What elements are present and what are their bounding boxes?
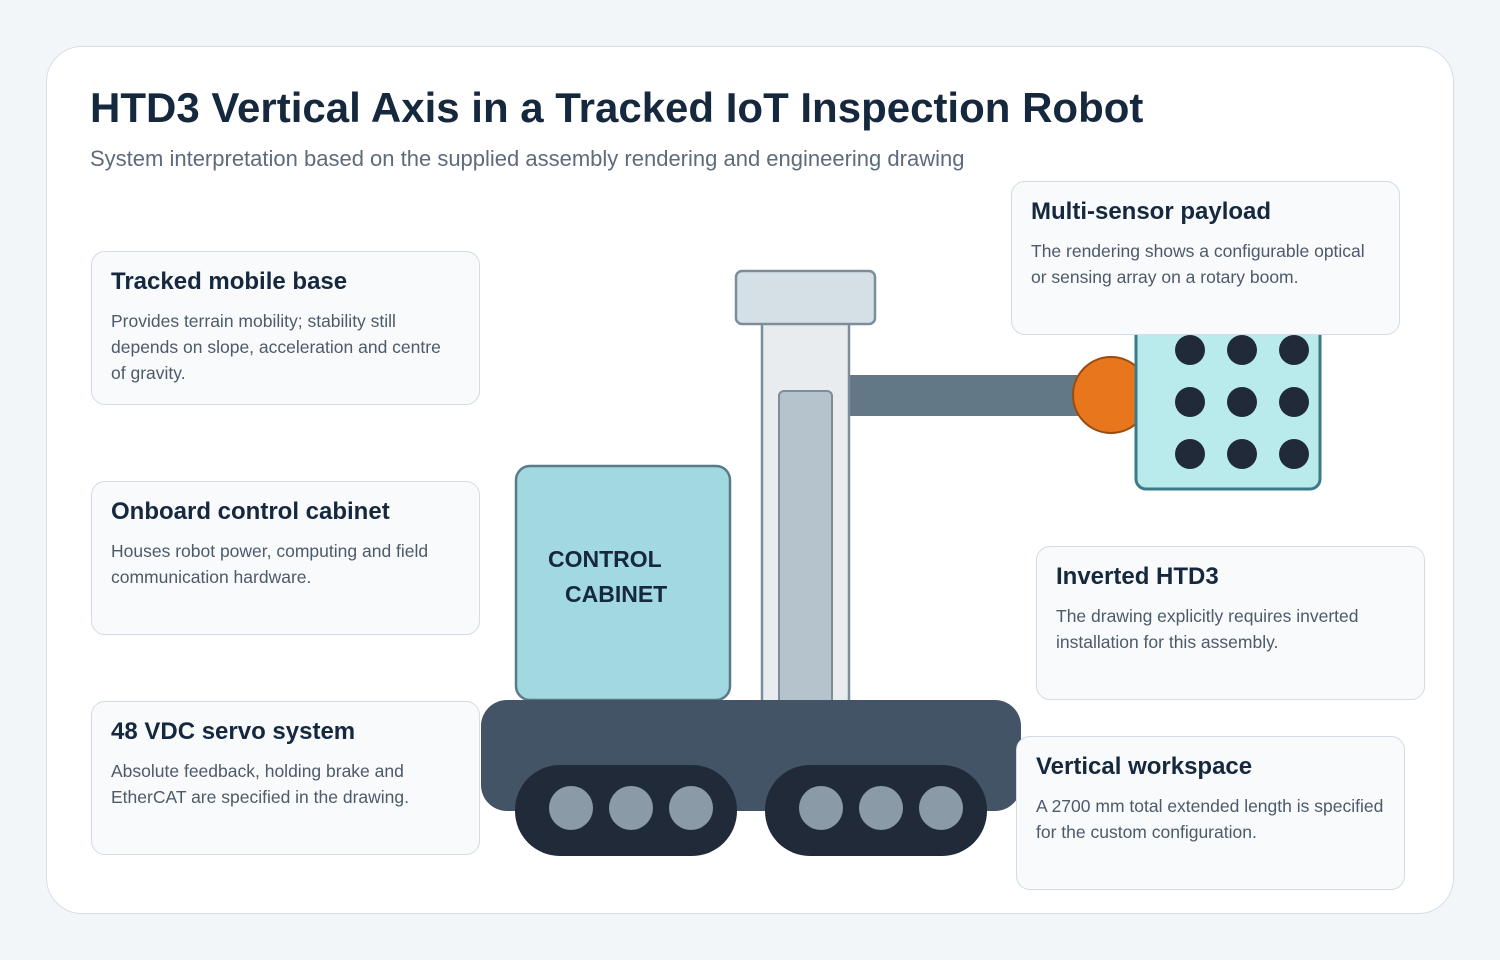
card-title: Vertical workspace <box>1036 753 1253 780</box>
track-wheel <box>799 786 843 830</box>
column-carriage <box>778 390 833 706</box>
cabinet-label-line1: CONTROL <box>548 546 662 572</box>
card-text: The rendering shows a configurable optic… <box>1031 241 1365 287</box>
card-48vdc-servo-system: 48 VDC servo system Absolute feedback, h… <box>91 701 480 855</box>
sensor-dot <box>1227 387 1257 417</box>
sensor-dots <box>1175 335 1309 469</box>
card-inverted-htd3: Inverted HTD3 The drawing explicitly req… <box>1036 546 1425 700</box>
track-wheel <box>609 786 653 830</box>
card-text: Absolute feedback, holding brake and Eth… <box>111 761 409 807</box>
sensor-dot <box>1227 439 1257 469</box>
card-title: Inverted HTD3 <box>1056 563 1219 590</box>
sensor-dot <box>1175 387 1205 417</box>
track-wheel <box>859 786 903 830</box>
sensor-dot <box>1175 335 1205 365</box>
track-wheels <box>549 786 963 830</box>
card-text: Provides terrain mobility; stability sti… <box>111 311 441 383</box>
sensor-dot <box>1279 335 1309 365</box>
cabinet-label-line2: CABINET <box>565 581 667 607</box>
card-vertical-workspace: Vertical workspace A 2700 mm total exten… <box>1016 736 1405 890</box>
card-title: Tracked mobile base <box>111 268 348 295</box>
sensor-dot <box>1175 439 1205 469</box>
card-text: Houses robot power, computing and field … <box>111 541 429 587</box>
track-wheel <box>549 786 593 830</box>
sensor-dot <box>1279 439 1309 469</box>
card-title: Multi-sensor payload <box>1031 198 1272 225</box>
sensor-dot <box>1227 335 1257 365</box>
card-tracked-mobile-base: Tracked mobile base Provides terrain mob… <box>91 251 480 405</box>
track-wheel <box>919 786 963 830</box>
track-wheel <box>669 786 713 830</box>
card-multi-sensor-payload: Multi-sensor payload The rendering shows… <box>1011 181 1400 335</box>
rotary-boom <box>848 375 1098 416</box>
card-onboard-control-cabinet: Onboard control cabinet Houses robot pow… <box>91 481 480 635</box>
card-title: 48 VDC servo system <box>111 718 356 745</box>
card-text: The drawing explicitly requires inverted… <box>1056 606 1359 652</box>
card-title: Onboard control cabinet <box>111 498 390 525</box>
page-subtitle: System interpretation based on the suppl… <box>90 146 965 171</box>
card-text: A 2700 mm total extended length is speci… <box>1036 796 1384 842</box>
page-title: HTD3 Vertical Axis in a Tracked IoT Insp… <box>90 84 1144 131</box>
column-top-cap <box>734 269 877 326</box>
sensor-dot <box>1279 387 1309 417</box>
